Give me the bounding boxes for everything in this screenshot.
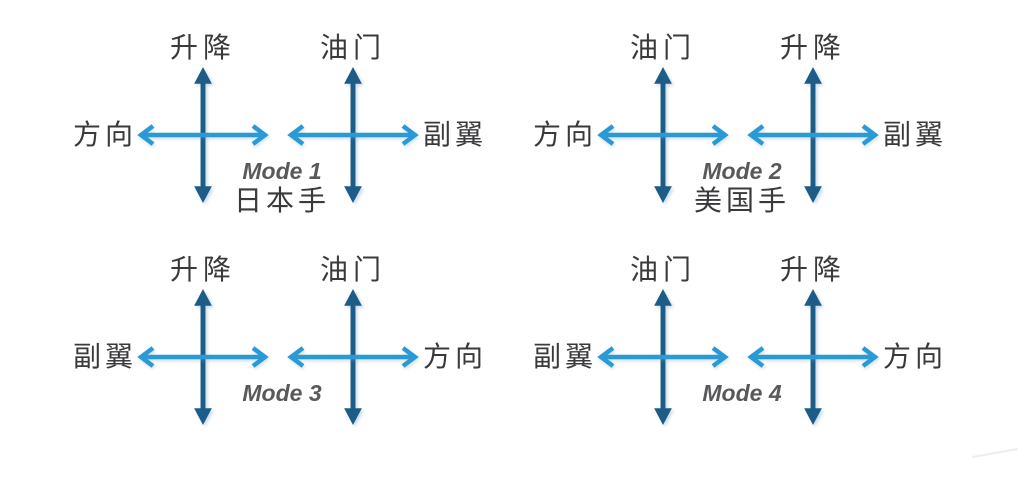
mode-3-left-stick-horizontal-label: 副翼 [72, 341, 137, 372]
horizontal-double-arrow-icon [597, 124, 729, 146]
mode-1-left-stick-vertical-label: 升降 [169, 32, 236, 63]
mode-1-right-stick-vertical-label: 油门 [319, 32, 386, 63]
mode-3-right-stick-vertical-label: 油门 [319, 254, 386, 285]
mode-1-block: 升降 油门 方向 副翼 Mode 1 日本手 [60, 20, 520, 242]
horizontal-double-arrow-icon [747, 124, 879, 146]
mode-1-right-stick-horizontal-label: 副翼 [422, 119, 487, 150]
mode-4-block: 油门 升降 副翼 方向 Mode 4 [520, 242, 980, 464]
horizontal-double-arrow-icon [747, 346, 879, 368]
horizontal-double-arrow-icon [137, 124, 269, 146]
mode-3-right-stick-horizontal-label: 方向 [422, 341, 487, 372]
mode-1-caption: Mode 1 [242, 158, 322, 184]
mode-3-left-stick-vertical-label: 升降 [169, 254, 236, 285]
mode-2-left-stick-vertical-label: 油门 [629, 32, 696, 63]
mode-4-left-stick-vertical-label: 油门 [629, 254, 696, 285]
mode-2-caption: Mode 2 [702, 158, 782, 184]
horizontal-double-arrow-icon [287, 346, 419, 368]
horizontal-double-arrow-icon [137, 346, 269, 368]
mode-4-right-stick-vertical-label: 升降 [779, 254, 846, 285]
mode-4-right-stick-horizontal-label: 方向 [882, 341, 947, 372]
mode-2-block: 油门 升降 方向 副翼 Mode 2 美国手 [520, 20, 980, 242]
mode-1-left-stick-horizontal-label: 方向 [72, 119, 137, 150]
mode-4-caption: Mode 4 [702, 380, 782, 406]
mode-3-caption: Mode 3 [242, 380, 322, 406]
mode-2-subtitle: 美国手 [693, 185, 790, 216]
mode-2-right-stick-vertical-label: 升降 [779, 32, 846, 63]
mode-2-left-stick-horizontal-label: 方向 [532, 119, 597, 150]
mode-3-block: 升降 油门 副翼 方向 Mode 3 [60, 242, 520, 464]
horizontal-double-arrow-icon [597, 346, 729, 368]
mode-1-subtitle: 日本手 [233, 185, 330, 216]
mode-2-right-stick-horizontal-label: 副翼 [882, 119, 947, 150]
horizontal-double-arrow-icon [287, 124, 419, 146]
mode-4-left-stick-horizontal-label: 副翼 [532, 341, 597, 372]
